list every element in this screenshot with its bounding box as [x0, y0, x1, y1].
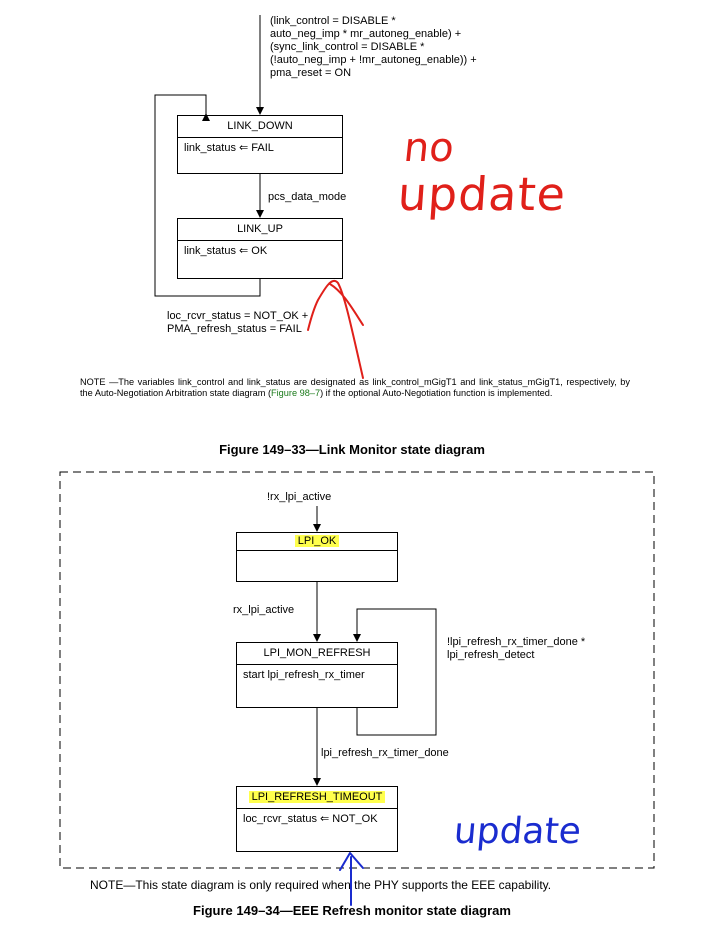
note-text: ) if the optional Auto-Negotiation funct…	[320, 387, 553, 398]
return-condition: loc_rcvr_status = NOT_OK + PMA_refresh_s…	[167, 310, 308, 336]
entry-condition-line: pma_reset = ON	[270, 67, 352, 79]
return-loop-line	[154, 94, 261, 297]
state-lpi-mon-refresh: LPI_MON_REFRESH start lpi_refresh_rx_tim…	[236, 642, 398, 708]
red-annotation-update: update	[396, 167, 568, 221]
self-loop-line	[353, 608, 437, 736]
fig33-note: NOTE —The variables link_control and lin…	[80, 377, 630, 398]
self-loop-condition: !lpi_refresh_rx_timer_done * lpi_refresh…	[447, 636, 585, 662]
state-action: link_status ⇐ OK	[184, 245, 268, 257]
entry-condition-line: auto_neg_imp * mr_autoneg_enable) +	[270, 28, 462, 40]
entry-condition-line: (link_control = DISABLE *	[270, 15, 396, 27]
state-title: LPI_REFRESH_TIMEOUT	[237, 787, 397, 809]
red-annotation-no: no	[401, 125, 457, 171]
link-down-entry-condition: (link_control = DISABLE * auto_neg_imp *…	[270, 15, 477, 80]
lpi-ok-entry-condition: !rx_lpi_active	[267, 491, 332, 503]
self-loop-condition-line: lpi_refresh_detect	[447, 649, 535, 661]
note-text: NOTE —The variables link_control and lin…	[80, 377, 630, 398]
transition-label-timer-done: lpi_refresh_rx_timer_done	[321, 747, 449, 759]
entry-condition-line: (sync_link_control = DISABLE *	[270, 41, 425, 53]
transition-label-pcs-data-mode: pcs_data_mode	[268, 191, 347, 203]
state-title: LPI_MON_REFRESH	[237, 643, 397, 665]
figure-98-7-link[interactable]: Figure 98–7	[271, 387, 321, 398]
return-condition-line: PMA_refresh_status = FAIL	[167, 323, 302, 335]
red-annotation-pointer	[307, 280, 364, 379]
dashed-frame	[59, 471, 655, 869]
state-lpi-ok: LPI_OK	[236, 532, 398, 582]
fig34-caption: Figure 149–34—EEE Refresh monitor state …	[193, 903, 511, 918]
transition-label-rx-lpi-active: rx_lpi_active	[233, 604, 295, 616]
blue-annotation-update: update	[452, 811, 583, 852]
state-title: LPI_OK	[237, 533, 397, 551]
fig34-note: NOTE—This state diagram is only required…	[90, 878, 552, 892]
state-action: link_status ⇐ FAIL	[184, 142, 274, 154]
state-link-down: LINK_DOWN link_status ⇐ FAIL	[177, 115, 343, 174]
blue-annotation-arrow	[339, 852, 364, 906]
state-action: start lpi_refresh_rx_timer	[243, 669, 365, 681]
entry-condition-line: (!auto_neg_imp + !mr_autoneg_enable)) +	[270, 54, 477, 66]
highlighted-title: LPI_OK	[294, 535, 340, 547]
state-title: LINK_UP	[178, 219, 342, 241]
fig33-caption: Figure 149–33—Link Monitor state diagram	[219, 442, 485, 457]
highlighted-title: LPI_REFRESH_TIMEOUT	[248, 791, 386, 803]
return-condition-line: loc_rcvr_status = NOT_OK +	[167, 310, 309, 322]
state-title: LINK_DOWN	[178, 116, 342, 138]
red-annotation	[307, 280, 364, 379]
state-link-up: LINK_UP link_status ⇐ OK	[177, 218, 343, 279]
state-lpi-refresh-timeout: LPI_REFRESH_TIMEOUT loc_rcvr_status ⇐ NO…	[236, 786, 398, 852]
self-loop-condition-line: !lpi_refresh_rx_timer_done *	[447, 636, 586, 648]
state-action: loc_rcvr_status ⇐ NOT_OK	[243, 813, 378, 825]
